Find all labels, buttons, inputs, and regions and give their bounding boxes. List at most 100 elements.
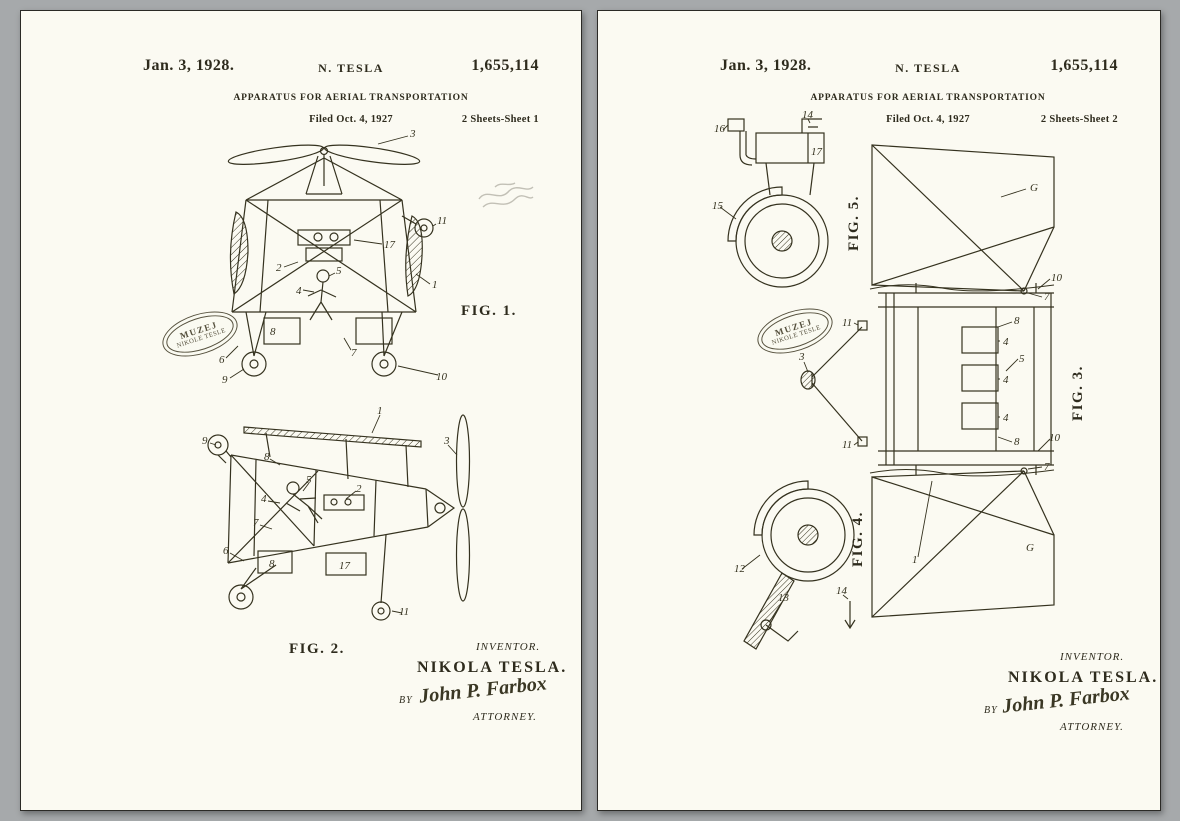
ref-numeral: 7 — [351, 347, 357, 359]
patent-date: Jan. 3, 1928. — [143, 57, 235, 74]
upper-wing — [243, 426, 422, 488]
fig3-ref-numerals: G 10 7 8 11 4 4 4 5 3 11 8 7 10 G 1 — [798, 182, 1063, 566]
ref-numeral: 1 — [432, 279, 438, 291]
patent-title: APPARATUS FOR AERIAL TRANSPORTATION — [233, 93, 469, 103]
leader-lines — [225, 135, 439, 379]
ref-numeral: 5 — [1019, 353, 1025, 365]
ref-numeral: 7 — [1044, 461, 1050, 473]
blower-volute — [727, 186, 829, 288]
diagonal-strut — [743, 572, 799, 650]
ref-numeral: G — [1026, 542, 1034, 554]
fig4-ref-numerals: 12 13 14 — [734, 563, 848, 604]
fabric-lines — [869, 284, 1055, 477]
mast — [305, 154, 343, 195]
stamp-line2: NIKOLE TESLE — [175, 327, 227, 350]
ref-numeral: 8 — [1014, 436, 1020, 448]
by-label: BY — [399, 695, 413, 706]
ref-numeral: 16 — [714, 123, 726, 135]
ref-numeral: 7 — [253, 517, 259, 529]
ref-numeral: 10 — [436, 371, 448, 383]
ref-numeral: 8 — [1014, 315, 1020, 327]
leader-lines — [803, 188, 1051, 558]
ref-numeral: 6 — [219, 354, 225, 366]
stamp-line1: MUZEJ — [178, 319, 219, 341]
pencil-smudge — [478, 182, 534, 208]
upper-wing-panel — [871, 144, 1055, 295]
fig4-drawing: 12 13 14 — [734, 480, 856, 650]
ref-numeral: 17 — [339, 560, 351, 572]
ref-numeral: 10 — [1051, 272, 1063, 284]
lower-wing-panel — [871, 467, 1055, 618]
propeller — [455, 414, 471, 602]
ref-numeral: 11 — [399, 606, 409, 618]
patent-sheet-1: Jan. 3, 1928. 1,655,114 N. TESLA APPARAT… — [20, 10, 582, 811]
ref-numeral: 2 — [356, 483, 362, 495]
engine — [297, 229, 351, 262]
ref-numeral: 10 — [1049, 432, 1061, 444]
ref-numeral: 15 — [712, 200, 724, 212]
nose-wheel — [207, 434, 232, 464]
tail-wheel — [401, 215, 434, 238]
sheet-label: 2 Sheets-Sheet 2 — [1040, 114, 1118, 125]
fig1-label: FIG. 1. — [461, 303, 517, 319]
ref-numeral: 5 — [306, 474, 312, 486]
landing-gear — [228, 534, 391, 621]
inventor-short: N. TESLA — [895, 61, 961, 75]
blower-volute — [753, 480, 855, 582]
ref-numeral: 4 — [1003, 336, 1009, 348]
airframe — [231, 157, 417, 313]
battery-boxes — [257, 550, 367, 576]
fig5-drawing: 16 14 17 15 — [712, 109, 829, 288]
ref-numeral: 4 — [1003, 374, 1009, 386]
ref-numeral: 4 — [296, 285, 302, 297]
ref-numeral: 8 — [270, 326, 276, 338]
ref-numeral: 2 — [276, 262, 282, 274]
ref-numeral: 8 — [269, 558, 275, 570]
patent-date: Jan. 3, 1928. — [720, 57, 812, 74]
ref-numeral: 7 — [1044, 291, 1050, 303]
attorney-signature: John P. Farbox — [418, 672, 548, 708]
inventor-heading: INVENTOR. — [1060, 651, 1125, 663]
battery-boxes — [961, 326, 999, 430]
ref-numeral: 8 — [264, 451, 270, 463]
ref-numeral: 14 — [802, 109, 814, 121]
battery-boxes — [263, 317, 393, 345]
inventor-name: NIKOLA TESLA. — [417, 659, 568, 676]
fig1-drawing: 3 11 2 17 1 5 4 7 8 6 9 10 — [219, 128, 448, 386]
inventor-short: N. TESLA — [318, 61, 384, 75]
attorney-heading: ATTORNEY. — [473, 711, 537, 723]
wing-sections — [229, 211, 423, 297]
ref-numeral: 11 — [842, 439, 852, 451]
ref-numeral: 12 — [734, 563, 746, 575]
ref-numeral: 4 — [1003, 412, 1009, 424]
inventor-heading: INVENTOR. — [476, 641, 541, 653]
ref-numeral: 13 — [778, 592, 790, 604]
ref-numeral: 6 — [223, 545, 229, 557]
ref-numeral: 17 — [384, 239, 396, 251]
attorney-heading: ATTORNEY. — [1060, 721, 1124, 733]
intake-fitting — [727, 118, 757, 166]
ref-numeral: 4 — [261, 493, 267, 505]
strut-nodes — [857, 320, 868, 447]
fig5-ref-numerals: 16 14 17 15 — [712, 109, 823, 212]
fuselage-band — [878, 283, 1054, 475]
tank — [755, 132, 825, 196]
fig3-label: FIG. 3. — [1070, 365, 1086, 421]
direction-arrow — [844, 601, 856, 630]
leader-lines — [719, 118, 811, 220]
patent-number: 1,655,114 — [1050, 57, 1118, 74]
fig1-ref-numerals: 3 11 2 17 1 5 4 7 8 6 9 10 — [219, 128, 448, 386]
ref-numeral: 14 — [836, 585, 848, 597]
ref-numeral: 9 — [202, 435, 208, 447]
leader-lines — [741, 554, 849, 622]
v-strut-and-knob — [800, 326, 863, 442]
attorney-signature: John P. Farbox — [1001, 682, 1131, 718]
leader-lines — [209, 414, 458, 614]
by-label: BY — [984, 705, 998, 716]
ref-numeral: 1 — [912, 554, 918, 566]
fig2-drawing: 9 1 3 8 5 2 4 7 6 8 17 11 — [202, 405, 471, 621]
landing-gear — [241, 311, 403, 377]
fig4-label: FIG. 4. — [850, 511, 866, 567]
riser-pipe — [801, 118, 822, 133]
